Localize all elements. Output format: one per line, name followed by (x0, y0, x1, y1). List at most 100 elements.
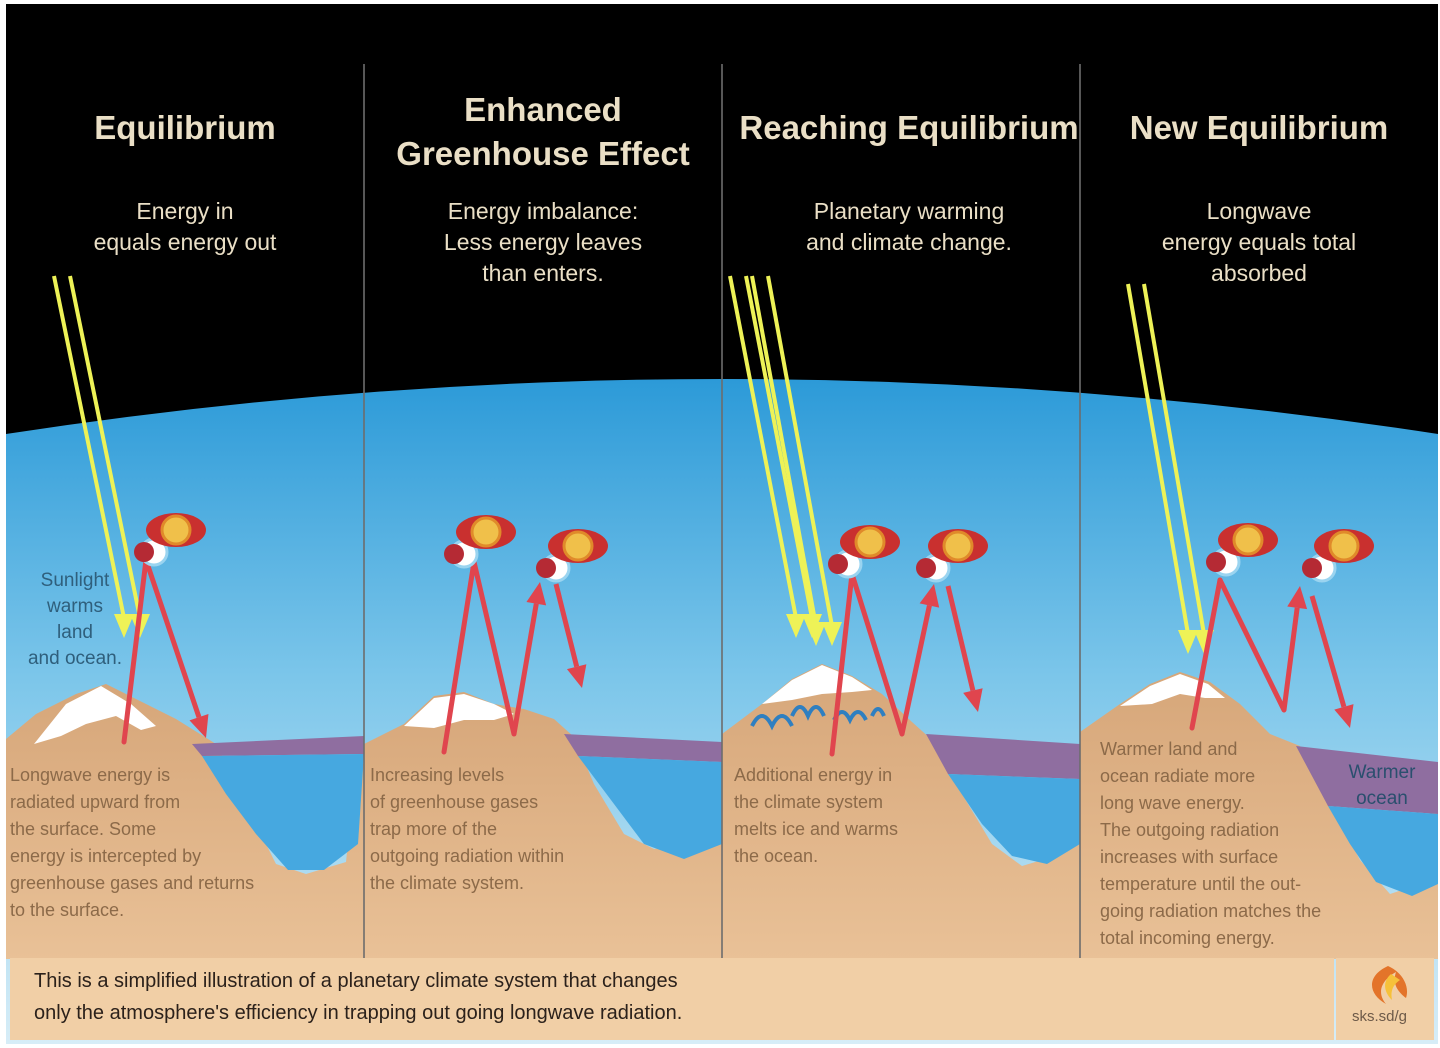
panel-4-title: New Equilibrium (1080, 106, 1438, 150)
footer-line-1: This is a simplified illustration of a p… (34, 970, 678, 992)
sunlight-label-line: land (57, 622, 93, 643)
panel-4-subtitle-line: energy equals total (1161, 229, 1357, 255)
panel-4-title-line: New Equilibrium (1129, 109, 1389, 146)
panel-3-melt-water-1 (750, 714, 794, 731)
footer-caption: This is a simplified illustration of a p… (10, 958, 1334, 1040)
panel-4-note-line: ocean radiate more (1100, 766, 1256, 786)
panel-2-note-line: of greenhouse gases (370, 792, 539, 812)
panel-1-note-line: greenhouse gases and returns (10, 873, 255, 893)
panel-3-note-line: the climate system (734, 792, 884, 812)
panel-2-title-line: Greenhouse Effect (396, 135, 690, 172)
panel-4-subtitle-line: absorbed (1211, 260, 1307, 286)
logo-text: sks.sd/g (1352, 1008, 1408, 1025)
panel-2-subtitle-line: Energy imbalance: (447, 198, 639, 224)
panel-2-subtitle-line: Less energy leaves (443, 229, 643, 255)
panel-1-ghg-molecule-1 (134, 513, 206, 567)
panel-3-melt-water-2 (790, 705, 826, 721)
panel-1-title-line: Equilibrium (94, 109, 276, 146)
panel-4-note-line: increases with surface (1100, 847, 1279, 867)
panel-4-note-line: going radiation matches the (1100, 901, 1322, 921)
panel-3-ghg-molecule-1 (828, 525, 900, 579)
panel-2-note-line: Increasing levels (370, 765, 505, 785)
sunlight-label: Sunlight warms land and ocean. (0, 568, 150, 672)
panel-2-note-line: outgoing radiation within (370, 846, 565, 866)
panel-3-subtitle-line: Planetary warming (813, 198, 1005, 224)
panel-2-title-line: Enhanced (464, 91, 622, 128)
panel-4-trapped-longwave-1-head (1281, 586, 1308, 711)
panel-3-note-line: the ocean. (734, 846, 819, 866)
panel-3-ocean-layer (926, 734, 1080, 779)
panel-1-subtitle-line: equals energy out (93, 229, 277, 255)
panel-3-sunlight-rays (750, 275, 842, 646)
panel-1 (6, 684, 364, 959)
panel-4-trapped-longwave-2 (1309, 595, 1354, 728)
panel-2-trapped-longwave-1 (441, 559, 547, 755)
panels-layer (6, 275, 1438, 959)
panel-1-title: Equilibrium (6, 106, 364, 150)
panel-1-note-line: radiated upward from (10, 792, 181, 812)
panel-3-trapped-longwave-1-head (899, 584, 940, 735)
sunlight-label-line: Sunlight (40, 570, 110, 591)
panel-4-note-line: long wave energy. (1100, 793, 1245, 813)
panel-2-ocean (578, 756, 722, 859)
panel-2-ocean-layer (564, 734, 722, 762)
panel-4 (1080, 672, 1438, 959)
sunlight-label-line: and ocean. (27, 648, 123, 669)
panel-3-trapped-longwave-2-head (945, 585, 983, 712)
panel-4-ghg-molecule-2 (1302, 529, 1374, 583)
panel-1-note-line: the surface. Some (10, 819, 157, 839)
panel-4-sunlight-rays (1126, 283, 1214, 654)
panel-4-trapped-longwave-2-head (1309, 595, 1354, 728)
panel-1-note-line: Longwave energy is (10, 765, 171, 785)
panel-3-ocean (948, 774, 1080, 864)
panel-4-note: Warmer land and ocean radiate more long wa… (1100, 736, 1321, 952)
panel-2-note-line: trap more of the (370, 819, 498, 839)
panel-2-trapped-longwave-2-head (553, 583, 587, 688)
panel-2-note: Increasing levels of greenhouse gases trap… (370, 762, 564, 897)
panel-2-ghg-molecule-1 (444, 515, 516, 569)
panel-1-note-line: to the surface. (10, 900, 125, 920)
panel-3-note-line: Additional energy in (734, 765, 893, 785)
panel-1-trapped-longwave-1 (121, 557, 209, 745)
panel-1-trapped-longwave-1-head (143, 559, 209, 738)
panel-1-ground (6, 684, 364, 959)
panel-4-note-line: temperature until the out- (1100, 874, 1302, 894)
panel-2-trapped-longwave-1-head (511, 582, 547, 735)
panel-2-snowcap (404, 694, 514, 728)
panel-2-ground (364, 692, 722, 959)
panel-3-ghg-molecule-2 (916, 529, 988, 583)
logo-flame-icon (1372, 966, 1408, 1004)
panel-2-subtitle-line: than enters. (482, 260, 604, 286)
panel-2 (364, 692, 722, 959)
panel-2-subtitle: Energy imbalance: Less energy leaves than … (364, 196, 722, 289)
panel-4-ocean (1328, 806, 1438, 896)
warmer-ocean-label: Warmer ocean (1322, 760, 1440, 812)
panel-3-title: Reaching Equilibrium (730, 106, 1088, 150)
panel-4-ghg-molecule-1 (1206, 523, 1278, 577)
sunlight-label-line: warms (47, 596, 103, 617)
panel-2-sunlight-rays (728, 275, 822, 638)
panel-1-subtitle-line: Energy in (136, 198, 234, 224)
panel-3-trapped-longwave-2 (945, 585, 983, 712)
panel-1-note-line: energy is intercepted by (10, 846, 202, 866)
warmer-ocean-line: ocean (1356, 788, 1408, 809)
panel-1-ocean-layer (192, 736, 364, 756)
panel-3-subtitle-line: and climate change. (806, 229, 1012, 255)
panel-1-subtitle: Energy in equals energy out (6, 196, 364, 258)
panel-4-ground (1080, 672, 1438, 959)
panel-4-note-line: The outgoing radiation (1100, 820, 1280, 840)
sks-logo: sks.sd/g (1336, 958, 1434, 1040)
footer-line-2: only the atmosphere's efficiency in trap… (34, 1002, 683, 1024)
panel-4-note-line: total incoming energy. (1100, 928, 1275, 948)
panel-4-trapped-longwave-1 (1189, 577, 1308, 731)
panel-4-note-line: Warmer land and (1100, 739, 1238, 759)
panel-3-ground (722, 664, 1080, 959)
panel-3-snowcap (762, 665, 872, 704)
panel-3-title-line: Reaching Equilibrium (739, 109, 1079, 146)
panel-2-trapped-longwave-2 (553, 583, 587, 688)
warmer-ocean-line: Warmer (1348, 762, 1416, 783)
